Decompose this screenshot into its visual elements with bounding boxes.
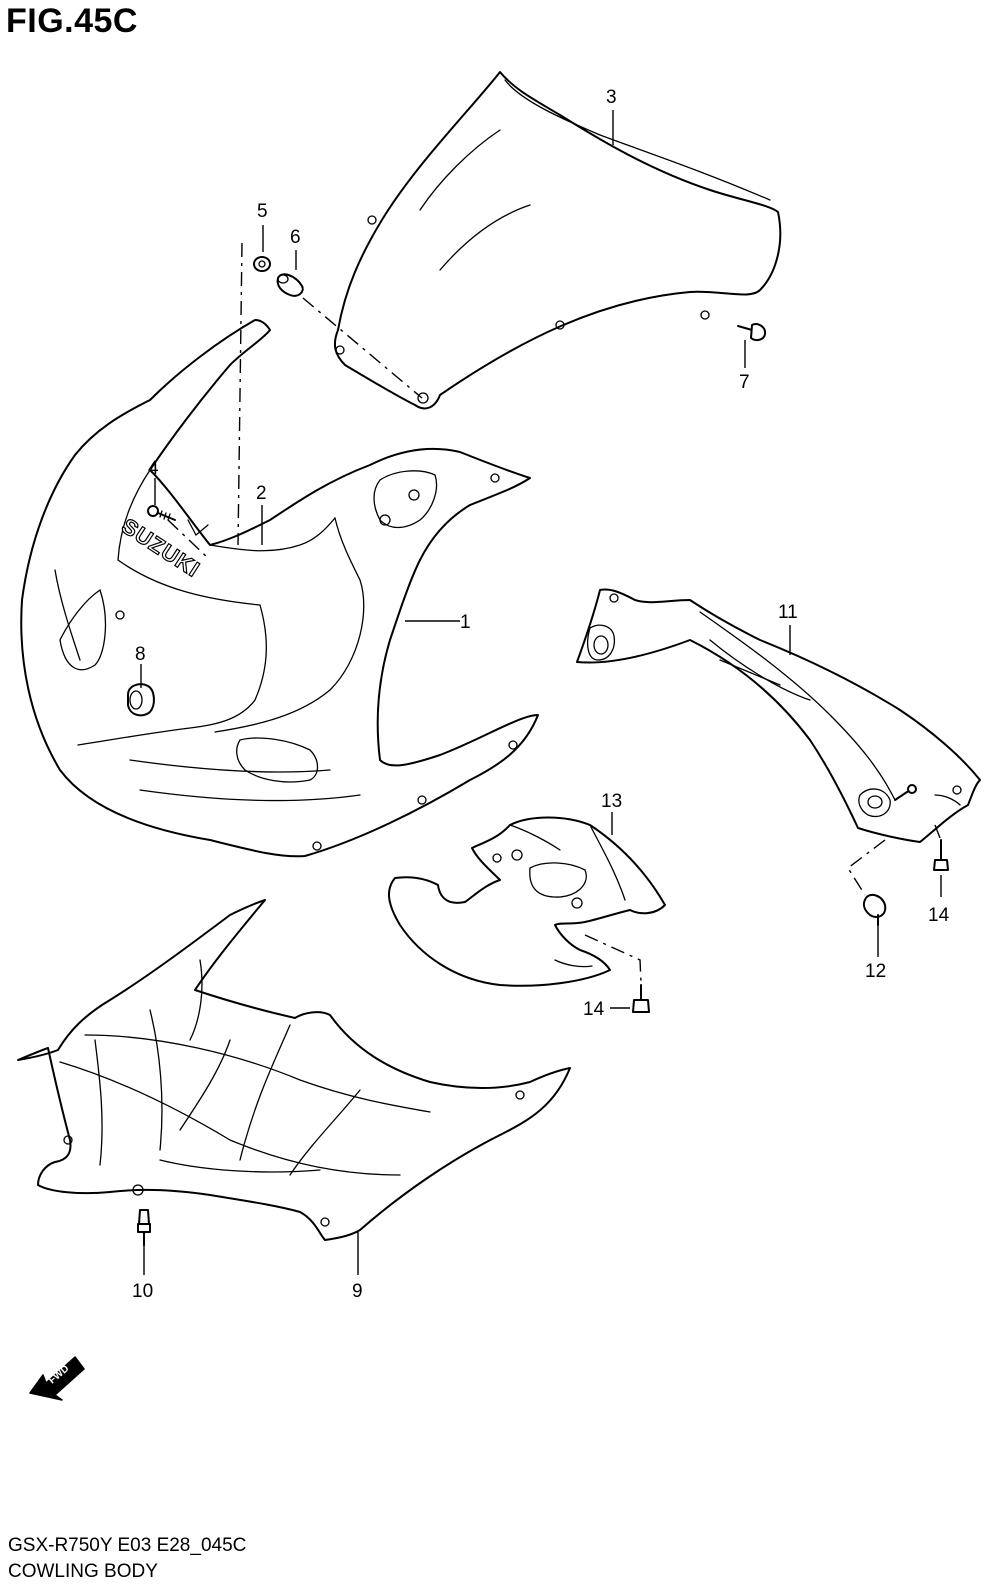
callout-3: 3: [606, 87, 617, 108]
callout-7: 7: [739, 372, 750, 393]
leader-lines: [140, 110, 942, 1275]
callout-11: 11: [778, 602, 798, 623]
callout-4: 4: [148, 458, 159, 479]
callout-12: 12: [865, 961, 886, 982]
part-lower-cowling[interactable]: [17, 899, 571, 1241]
part-bushing-6[interactable]: [276, 273, 304, 297]
figure-title: FIG.45C: [6, 2, 138, 40]
part-inner-bracket[interactable]: [576, 588, 981, 843]
callout-14-center: 14: [583, 999, 605, 1020]
part-nut-5[interactable]: [253, 256, 271, 272]
alignment-lines: [167, 242, 941, 983]
callout-14-right: 14: [928, 905, 950, 926]
part-grommet[interactable]: [127, 683, 155, 717]
part-screw-4[interactable]: [147, 505, 176, 521]
part-windscreen[interactable]: [333, 71, 782, 410]
callout-6: 6: [290, 227, 301, 248]
part-screw-14-right[interactable]: [933, 839, 949, 871]
part-screw-14-center[interactable]: [632, 984, 650, 1013]
part-side-bracket[interactable]: [388, 816, 666, 987]
forward-arrow-icon: FWD: [29, 1356, 85, 1401]
part-screw-7[interactable]: [737, 323, 767, 342]
callout-5: 5: [257, 201, 268, 222]
drawing-code: GSX-R750Y E03 E28_045C: [8, 1535, 247, 1556]
callout-2: 2: [256, 483, 267, 504]
callout-10: 10: [132, 1281, 153, 1302]
part-upper-cowling[interactable]: [20, 319, 539, 858]
drawing-title: COWLING BODY: [8, 1561, 158, 1582]
part-push-rivet-10[interactable]: [137, 1209, 151, 1246]
callout-13: 13: [601, 791, 622, 812]
callout-9: 9: [352, 1281, 363, 1302]
callout-8: 8: [135, 644, 146, 665]
callout-1: 1: [460, 612, 471, 633]
callout-labels: 3 5 6 7 4 2 1 8 11 13 14 12 14 10 9: [132, 87, 950, 1302]
part-fastener-12[interactable]: [862, 893, 887, 926]
